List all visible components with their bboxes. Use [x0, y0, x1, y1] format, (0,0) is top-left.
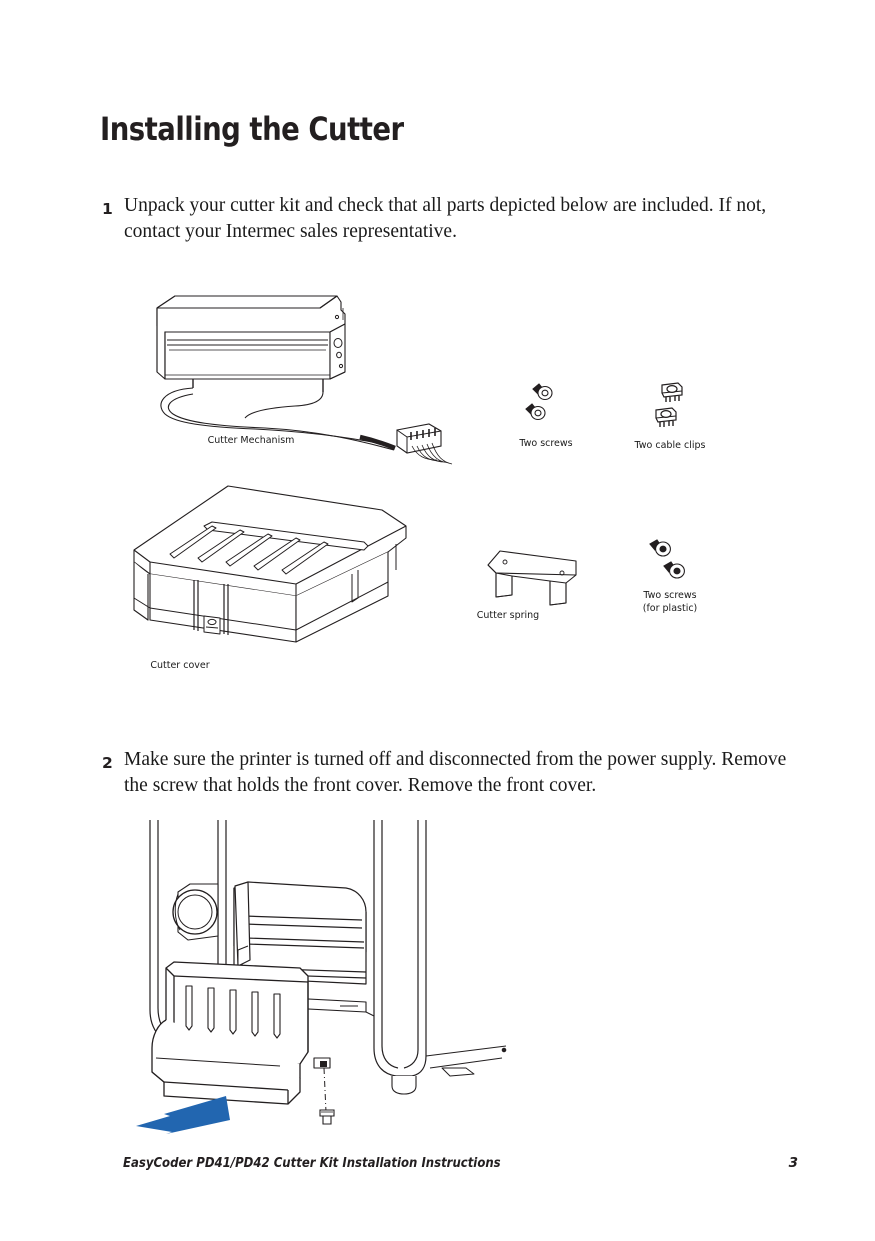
label-two-cable-clips: Two cable clips	[634, 440, 706, 451]
page-title: Installing the Cutter	[100, 110, 404, 148]
label-two-screws: Two screws	[519, 438, 573, 449]
label-two-screws-for-plastic: Two screws (for plastic)	[642, 590, 698, 614]
pull-direction-arrow	[136, 1096, 230, 1134]
step-2: 2 Make sure the printer is turned off an…	[102, 747, 800, 799]
cutter-spring-illustration	[487, 550, 577, 606]
step-2-text: Make sure the printer is turned off and …	[124, 749, 787, 796]
footer-page-number: 3	[788, 1155, 798, 1171]
removed-screw	[319, 1109, 335, 1125]
figure-printer-front-cover-removal	[0, 820, 875, 1134]
step-2-number: 2	[102, 754, 113, 772]
label-cutter-cover: Cutter cover	[150, 660, 210, 671]
cutter-cover-illustration	[133, 485, 407, 643]
cable-connector	[396, 423, 453, 465]
two-cable-clips-illustration	[655, 382, 683, 427]
cutter-mechanism-illustration	[156, 295, 453, 465]
figure-cutter-kit-parts: Cutter Mechanism Two screws	[0, 270, 875, 690]
label-cutter-mechanism: Cutter Mechanism	[207, 435, 295, 446]
two-plastic-screws-illustration	[649, 539, 685, 579]
two-screws-illustration	[525, 383, 553, 421]
screw-callout-line	[323, 1067, 327, 1113]
page-footer: EasyCoder PD41/PD42 Cutter Kit Installat…	[102, 1155, 798, 1171]
footer-document-title: EasyCoder PD41/PD42 Cutter Kit Installat…	[122, 1156, 501, 1171]
step-1: 1 Unpack your cutter kit and check that …	[102, 193, 800, 245]
printer-illustration	[136, 820, 507, 1134]
label-cutter-spring: Cutter spring	[476, 610, 540, 621]
step-1-number: 1	[102, 200, 113, 218]
step-1-text: Unpack your cutter kit and check that al…	[124, 195, 767, 242]
